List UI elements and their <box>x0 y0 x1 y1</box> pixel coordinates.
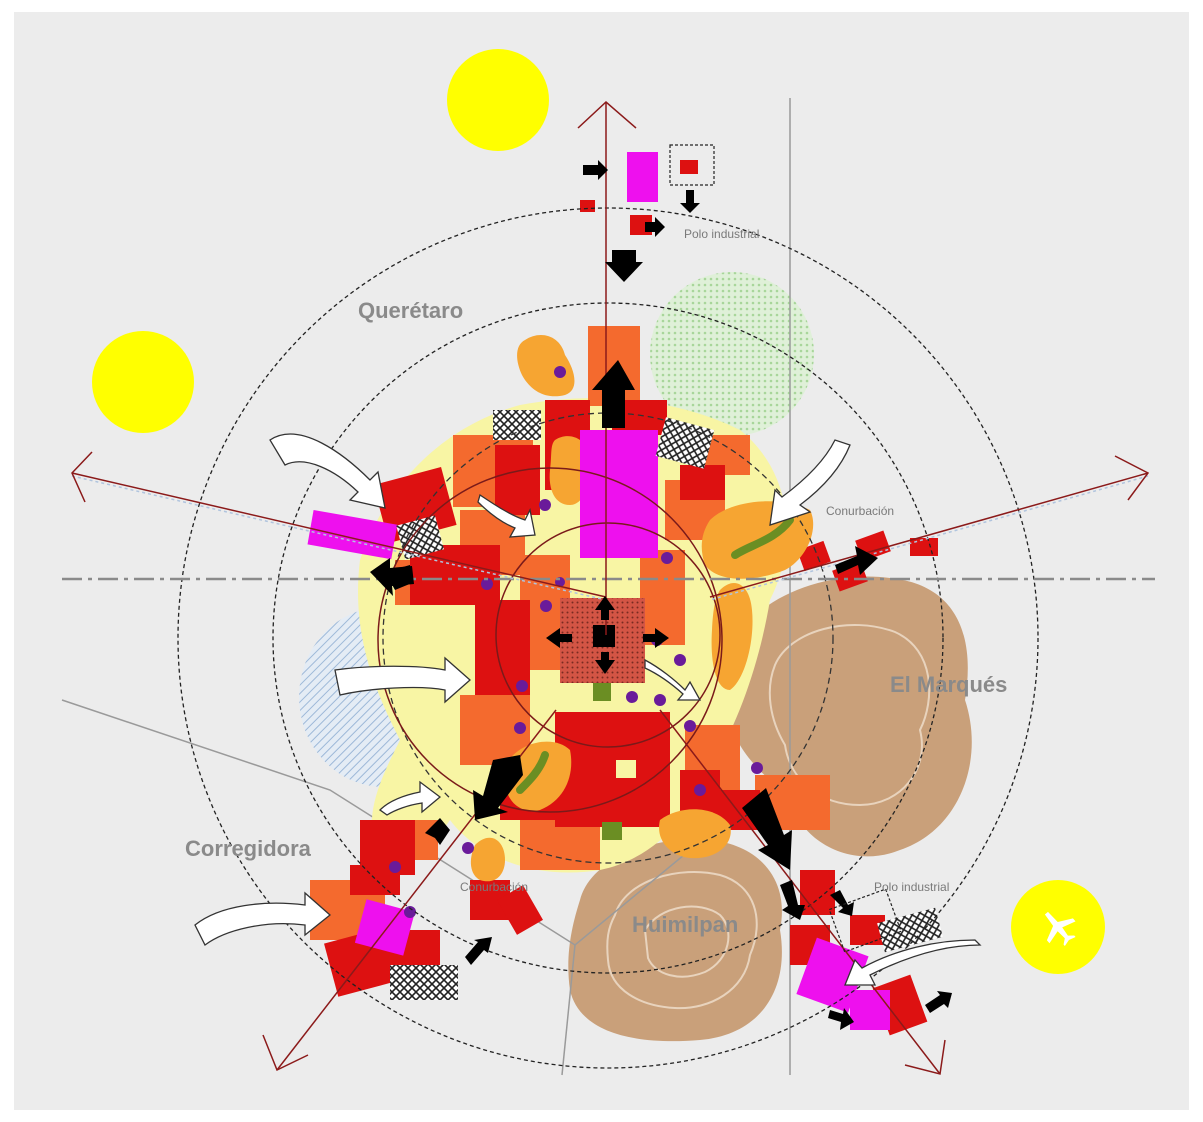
hills-huimilpan-contour-inner <box>643 905 730 978</box>
label-polo-industrial-south: Polo industrial <box>874 880 949 894</box>
purple-dots <box>389 366 763 918</box>
ring-solid-center <box>495 522 721 748</box>
label-corregidora: Corregidora <box>185 836 312 861</box>
airplane-icon <box>1044 911 1076 947</box>
sun-circle-north <box>447 49 549 151</box>
ring-solid-dark <box>377 467 723 813</box>
boundary-line-south <box>561 944 576 1076</box>
label-huimilpan: Huimilpan <box>632 912 738 937</box>
dashed-ring-inner <box>382 412 834 864</box>
pale-yellow-square <box>616 760 636 778</box>
sun-circle-west <box>92 331 194 433</box>
label-polo-industrial-north: Polo industrial <box>684 227 759 241</box>
industrial-crosshatch <box>390 410 943 1000</box>
city-center-square <box>593 625 615 647</box>
olive-green-strokes <box>516 516 794 794</box>
dashed-ring-middle <box>272 302 944 974</box>
dashed-ring-outer <box>177 207 1039 1069</box>
label-queretaro: Querétaro <box>358 298 463 323</box>
olive-square-center <box>593 683 611 701</box>
olive-square-south <box>602 822 622 840</box>
white-curved-arrows <box>194 433 982 986</box>
boundary-line-southwest <box>61 699 691 946</box>
hills-el-marques-contour <box>768 624 931 807</box>
hills-huimilpan-contour <box>606 871 758 1010</box>
label-el-marques: El Marqués <box>890 672 1007 697</box>
commercial-zones-magenta <box>307 152 890 1030</box>
label-conurbacion-south: Conurbación <box>460 880 528 894</box>
dashed-box-north <box>669 144 715 186</box>
label-conurbacion-east: Conurbación <box>826 504 894 518</box>
arrow-icons-black <box>370 160 952 1030</box>
dashed-box-south <box>828 888 902 953</box>
